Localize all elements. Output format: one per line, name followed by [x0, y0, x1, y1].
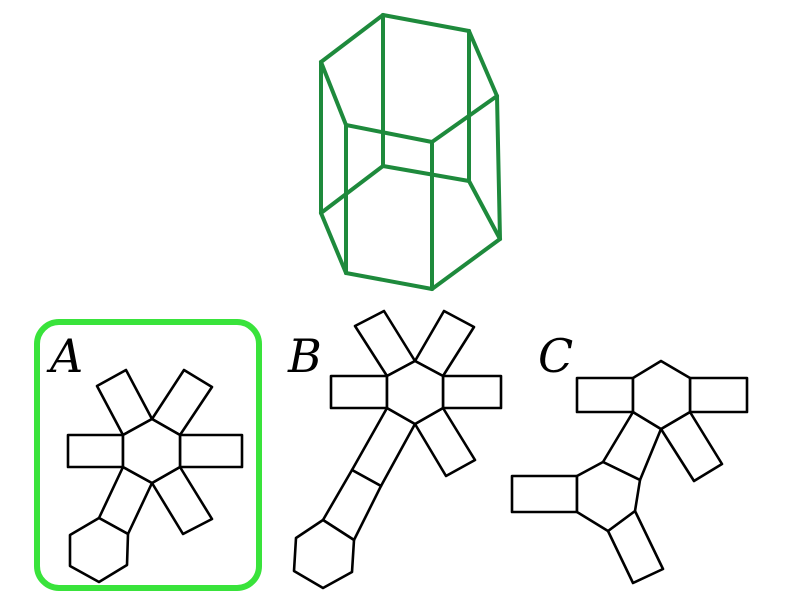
option-b[interactable]: B — [287, 309, 503, 590]
option-c-label: C — [538, 329, 573, 383]
option-a-label: A — [46, 329, 83, 383]
option-b-label: B — [287, 329, 322, 383]
selected-option-frame — [34, 319, 262, 591]
hexagonal-prism — [319, 13, 502, 291]
option-a[interactable]: A — [46, 329, 244, 584]
option-c[interactable]: C — [510, 329, 749, 585]
option-b-net — [292, 309, 503, 590]
option-c-net — [510, 359, 749, 585]
option-a-net — [66, 368, 244, 584]
